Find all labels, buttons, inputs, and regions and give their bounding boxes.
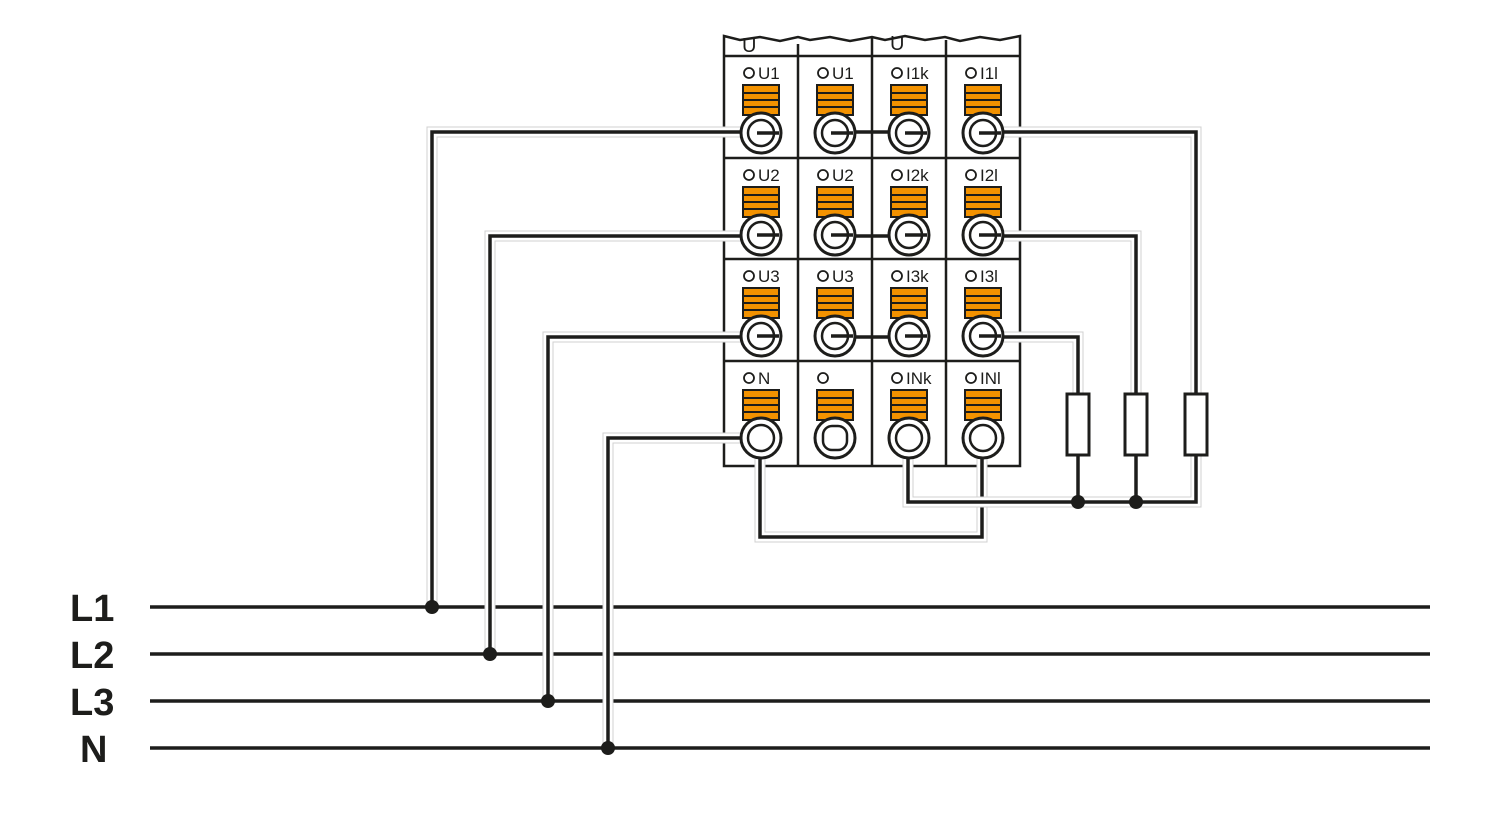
led-indicator <box>743 372 755 384</box>
led-indicator <box>965 270 977 282</box>
terminal-cell: U3 <box>739 267 783 358</box>
terminal-cell: I1l <box>961 64 1005 155</box>
wiring <box>426 126 1202 748</box>
wire-ink-return <box>906 438 1198 504</box>
terminal-label: U3 <box>758 267 780 286</box>
loads <box>1065 392 1209 457</box>
wire-entry-empty <box>821 424 849 452</box>
wire-l3-u3 <box>546 335 760 701</box>
terminal-label: U2 <box>832 166 854 185</box>
led-indicator <box>817 169 829 181</box>
module-header-label-2: U <box>890 33 904 55</box>
junction-dot <box>541 694 555 708</box>
led-indicator <box>891 372 903 384</box>
terminal-label: I3l <box>980 267 998 286</box>
junction-dot <box>1071 495 1085 509</box>
label-l3: L3 <box>70 682 114 724</box>
led-indicator <box>743 67 755 79</box>
terminal-cell: INl <box>961 369 1005 460</box>
junction-dot <box>425 600 439 614</box>
terminal-cell <box>813 372 857 460</box>
wire-n-terminal <box>606 436 760 748</box>
led-indicator <box>965 169 977 181</box>
wire-entry-inner <box>746 423 776 453</box>
terminal-label: I3k <box>906 267 929 286</box>
led-indicator <box>743 169 755 181</box>
terminal-label: N <box>758 369 770 388</box>
led-indicator <box>965 67 977 79</box>
label-n: N <box>80 729 107 771</box>
terminal-label: U3 <box>832 267 854 286</box>
wire-n-to-inl <box>758 438 984 539</box>
wire-i1l-load <box>982 130 1198 394</box>
led-indicator <box>891 270 903 282</box>
terminal-cell: I2k <box>887 166 931 257</box>
load-resistor-3 <box>1183 392 1209 457</box>
wire-l2-u2 <box>488 234 760 654</box>
led-indicator <box>743 270 755 282</box>
module-header-label-1: U <box>742 35 756 57</box>
junction-dot <box>1129 495 1143 509</box>
led-indicator <box>965 372 977 384</box>
terminal-label: I1k <box>906 64 929 83</box>
terminal-cell: U1 <box>739 64 783 155</box>
terminal-cell: INk <box>887 369 932 460</box>
wire-l1-u1 <box>430 130 760 607</box>
led-indicator <box>891 169 903 181</box>
terminal-label: U1 <box>758 64 780 83</box>
terminal-label: I1l <box>980 64 998 83</box>
led-indicator <box>817 67 829 79</box>
terminal-label: INk <box>906 369 932 388</box>
terminal-cell: I3l <box>961 267 1005 358</box>
led-indicator <box>891 67 903 79</box>
load-resistor-1 <box>1065 392 1091 457</box>
terminal-label: INl <box>980 369 1001 388</box>
wire-i3l-load <box>982 335 1080 394</box>
terminal-cell: U2 <box>739 166 783 257</box>
supply-bus <box>150 605 1430 750</box>
terminal-cell: I3k <box>887 267 931 358</box>
label-l1: L1 <box>70 588 114 630</box>
terminal-cell: U3 <box>813 267 857 358</box>
junction-dot <box>483 647 497 661</box>
junction-dot <box>601 741 615 755</box>
led-indicator <box>817 270 829 282</box>
terminal-label: U1 <box>832 64 854 83</box>
terminal-cell: I1k <box>887 64 931 155</box>
terminal-cell: I2l <box>961 166 1005 257</box>
terminal-cell: U2 <box>813 166 857 257</box>
load-resistor-2 <box>1123 392 1149 457</box>
terminal-label: U2 <box>758 166 780 185</box>
terminal-module: U U <box>722 33 1022 468</box>
terminal-cell: U1 <box>813 64 857 155</box>
terminal-label: I2k <box>906 166 929 185</box>
led-indicator <box>817 372 829 384</box>
wire-i2l-load <box>982 234 1138 394</box>
wire-entry-inner <box>968 423 998 453</box>
label-l2: L2 <box>70 635 114 677</box>
wire-entry-inner <box>894 423 924 453</box>
junctions <box>425 495 1143 755</box>
terminal-label: I2l <box>980 166 998 185</box>
terminal-cell: N <box>739 369 783 460</box>
